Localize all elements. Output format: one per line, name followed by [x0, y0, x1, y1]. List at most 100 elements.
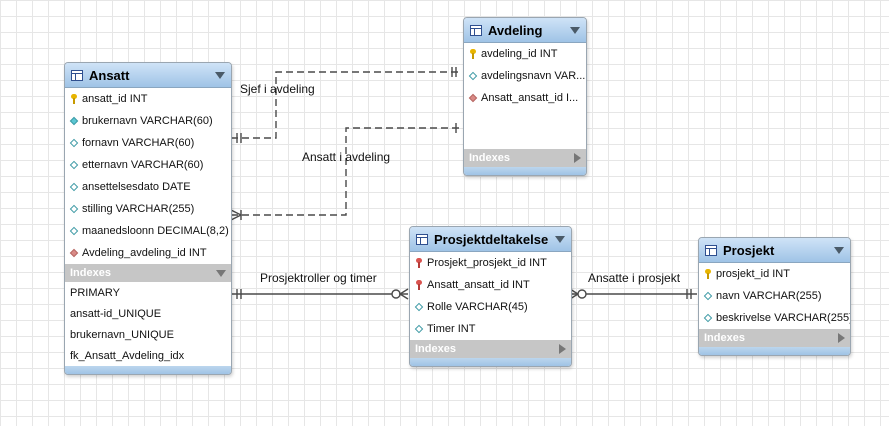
column-label: maanedsloonn DECIMAL(8,2): [82, 225, 229, 237]
indexes-section-header[interactable]: Indexes: [464, 149, 586, 167]
collapse-caret-icon[interactable]: [215, 71, 225, 79]
entity-ansatt-header[interactable]: Ansatt: [65, 63, 231, 88]
table-icon: [705, 244, 717, 256]
relationship-label-sjef-i-avdeling[interactable]: Sjef i avdeling: [240, 82, 315, 96]
nullable-column-icon: [469, 71, 477, 81]
column-label: avdelingsnavn VAR...: [481, 70, 586, 82]
column-label: Avdeling_avdeling_id INT: [82, 247, 207, 259]
index-row[interactable]: ansatt-id_UNIQUE: [70, 307, 162, 320]
column-label: stilling VARCHAR(255): [82, 203, 195, 215]
entity-ansatt[interactable]: Ansatt ansatt_id INT brukernavn VARCHAR(…: [64, 62, 232, 375]
expand-arrow-icon[interactable]: [559, 344, 566, 354]
sjef-i-avdeling-line: [231, 71, 462, 139]
index-row[interactable]: brukernavn_UNIQUE: [70, 328, 174, 341]
nullable-column-icon: [70, 204, 78, 214]
column-label: avdeling_id INT: [481, 48, 558, 60]
column-label: brukernavn VARCHAR(60): [82, 115, 213, 127]
collapse-caret-icon[interactable]: [834, 246, 844, 254]
column-row[interactable]: Ansatt_ansatt_id INT: [410, 274, 571, 296]
index-row[interactable]: fk_Ansatt_Avdeling_idx: [70, 349, 185, 362]
expand-arrow-icon[interactable]: [838, 333, 845, 343]
column-label: ansettelsesdato DATE: [82, 181, 191, 193]
prosjektroller-crowfoot: [398, 288, 409, 300]
column-row[interactable]: Ansatt_ansatt_id I...: [464, 87, 586, 109]
entity-footer: [464, 167, 586, 175]
column-row[interactable]: navn VARCHAR(255): [699, 285, 850, 307]
ansatte-i-prosjekt-optional-circle: [577, 289, 587, 299]
collapse-caret-icon[interactable]: [570, 26, 580, 34]
column-row[interactable]: avdeling_id INT: [464, 43, 586, 65]
column-row[interactable]: ansettelsesdato DATE: [65, 176, 231, 198]
relationship-label-prosjektroller-og-timer[interactable]: Prosjektroller og timer: [260, 271, 377, 285]
entity-prosjekt[interactable]: Prosjekt prosjekt_id INT navn VARCHAR(25…: [698, 237, 851, 356]
entity-avdeling-title: Avdeling: [488, 22, 543, 38]
collapse-caret-icon[interactable]: [216, 269, 226, 277]
entity-avdeling[interactable]: Avdeling avdeling_id INT avdelingsnavn V…: [463, 17, 587, 176]
column-label: Rolle VARCHAR(45): [427, 301, 528, 313]
not-null-column-icon: [70, 116, 78, 126]
indexes-label: Indexes: [70, 267, 111, 279]
nullable-column-icon: [415, 302, 423, 312]
table-icon: [470, 24, 482, 36]
indexes-label: Indexes: [704, 332, 745, 344]
column-label: etternavn VARCHAR(60): [82, 159, 204, 171]
nullable-column-icon: [704, 313, 712, 323]
empty-area: [464, 109, 586, 149]
entity-prosjektdeltakelse-header[interactable]: Prosjektdeltakelse: [410, 227, 571, 252]
table-icon: [416, 233, 428, 245]
foreign-primary-key-icon: [415, 280, 423, 290]
column-label: navn VARCHAR(255): [716, 290, 822, 302]
nullable-column-icon: [704, 291, 712, 301]
primary-key-icon: [704, 269, 712, 279]
column-row[interactable]: Rolle VARCHAR(45): [410, 296, 571, 318]
entity-footer: [699, 347, 850, 355]
foreign-key-column-icon: [469, 93, 477, 103]
nullable-column-icon: [415, 324, 423, 334]
column-label: ansatt_id INT: [82, 93, 148, 105]
column-row[interactable]: fornavn VARCHAR(60): [65, 132, 231, 154]
column-label: Timer INT: [427, 323, 476, 335]
entity-prosjekt-header[interactable]: Prosjekt: [699, 238, 850, 263]
entity-prosjektdeltakelse-title: Prosjektdeltakelse: [434, 231, 549, 247]
column-row[interactable]: Timer INT: [410, 318, 571, 340]
column-row[interactable]: brukernavn VARCHAR(60): [65, 110, 231, 132]
column-label: Ansatt_ansatt_id INT: [427, 279, 530, 291]
entity-footer: [65, 366, 231, 374]
column-row[interactable]: stilling VARCHAR(255): [65, 198, 231, 220]
entity-avdeling-header[interactable]: Avdeling: [464, 18, 586, 43]
table-icon: [71, 69, 83, 81]
column-label: Ansatt_ansatt_id I...: [481, 92, 579, 104]
relationship-label-ansatte-i-prosjekt[interactable]: Ansatte i prosjekt: [588, 271, 681, 285]
index-row[interactable]: PRIMARY: [70, 286, 120, 299]
column-row[interactable]: Avdeling_avdeling_id INT: [65, 242, 231, 264]
ansatt-i-avdeling-line: [231, 127, 462, 216]
entity-prosjektdeltakelse[interactable]: Prosjektdeltakelse Prosjekt_prosjekt_id …: [409, 226, 572, 367]
column-row[interactable]: avdelingsnavn VAR...: [464, 65, 586, 87]
indexes-section-header[interactable]: Indexes: [410, 340, 571, 358]
relationship-label-ansatt-i-avdeling[interactable]: Ansatt i avdeling: [302, 150, 391, 164]
foreign-key-column-icon: [70, 248, 78, 258]
entity-footer: [410, 358, 571, 366]
indexes-label: Indexes: [469, 152, 510, 164]
column-label: prosjekt_id INT: [716, 268, 790, 280]
primary-key-icon: [70, 94, 78, 104]
column-label: beskrivelse VARCHAR(255): [716, 312, 850, 324]
indexes-section-header[interactable]: Indexes: [65, 264, 231, 282]
nullable-column-icon: [70, 226, 78, 236]
nullable-column-icon: [70, 160, 78, 170]
column-row[interactable]: prosjekt_id INT: [699, 263, 850, 285]
column-row[interactable]: Prosjekt_prosjekt_id INT: [410, 252, 571, 274]
column-row[interactable]: etternavn VARCHAR(60): [65, 154, 231, 176]
column-row[interactable]: maanedsloonn DECIMAL(8,2): [65, 220, 231, 242]
indexes-section-header[interactable]: Indexes: [699, 329, 850, 347]
column-label: Prosjekt_prosjekt_id INT: [427, 257, 547, 269]
column-row[interactable]: ansatt_id INT: [65, 88, 231, 110]
entity-prosjekt-title: Prosjekt: [723, 242, 775, 258]
nullable-column-icon: [70, 182, 78, 192]
collapse-caret-icon[interactable]: [555, 235, 565, 243]
expand-arrow-icon[interactable]: [574, 153, 581, 163]
nullable-column-icon: [70, 138, 78, 148]
foreign-primary-key-icon: [415, 258, 423, 268]
column-row[interactable]: beskrivelse VARCHAR(255): [699, 307, 850, 329]
